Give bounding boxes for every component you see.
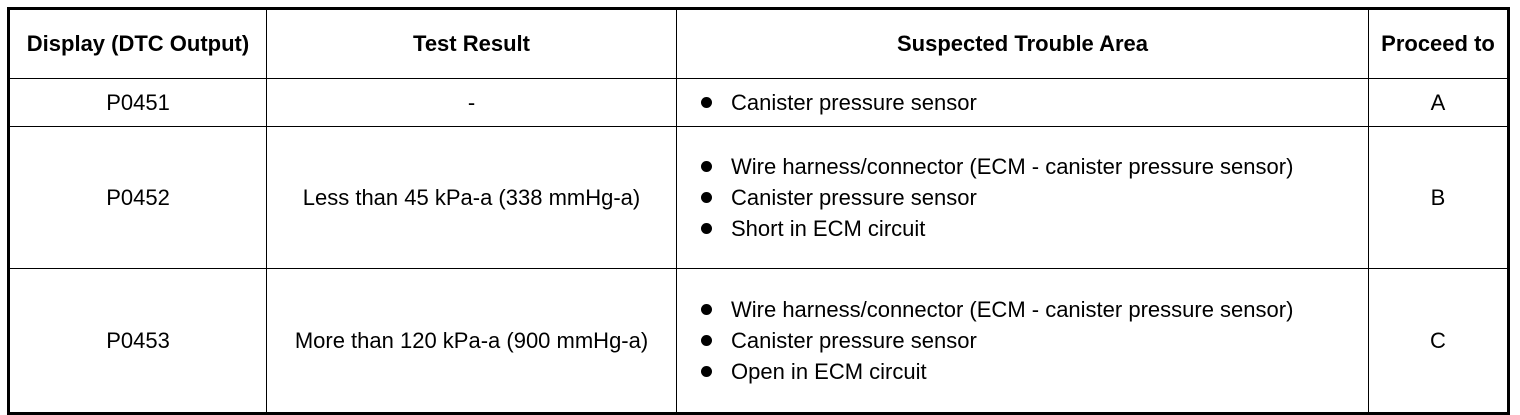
trouble-area-list: Canister pressure sensor [699,87,1358,118]
header-test-result: Test Result [266,8,677,79]
table-row: P0453 More than 120 kPa-a (900 mmHg-a) W… [8,268,1509,414]
table-row: P0451 - Canister pressure sensor A [8,78,1509,127]
trouble-area: Wire harness/connector (ECM - canister p… [676,126,1369,269]
dtc-code: P0453 [8,268,267,414]
dtc-code: P0452 [8,126,267,269]
test-result: Less than 45 kPa-a (338 mmHg-a) [266,126,677,269]
proceed-to: A [1368,78,1509,127]
test-result: - [266,78,677,127]
trouble-area-item: Canister pressure sensor [699,87,1358,118]
trouble-area-item: Wire harness/connector (ECM - canister p… [699,151,1358,182]
test-result: More than 120 kPa-a (900 mmHg-a) [266,268,677,414]
trouble-area: Wire harness/connector (ECM - canister p… [676,268,1369,414]
header-trouble-area: Suspected Trouble Area [676,8,1369,79]
trouble-area-item: Short in ECM circuit [699,213,1358,244]
proceed-to: B [1368,126,1509,269]
proceed-to: C [1368,268,1509,414]
header-display: Display (DTC Output) [8,8,267,79]
trouble-area-item: Wire harness/connector (ECM - canister p… [699,294,1358,325]
trouble-area-item: Canister pressure sensor [699,325,1358,356]
header-proceed: Proceed to [1368,8,1509,79]
header-row: Display (DTC Output) Test Result Suspect… [8,8,1509,79]
trouble-area-list: Wire harness/connector (ECM - canister p… [699,151,1358,244]
trouble-area-item: Open in ECM circuit [699,356,1358,387]
trouble-area: Canister pressure sensor [676,78,1369,127]
table-row: P0452 Less than 45 kPa-a (338 mmHg-a) Wi… [8,126,1509,269]
dtc-table: Display (DTC Output) Test Result Suspect… [7,7,1510,415]
trouble-area-list: Wire harness/connector (ECM - canister p… [699,294,1358,387]
dtc-code: P0451 [8,78,267,127]
trouble-area-item: Canister pressure sensor [699,182,1358,213]
